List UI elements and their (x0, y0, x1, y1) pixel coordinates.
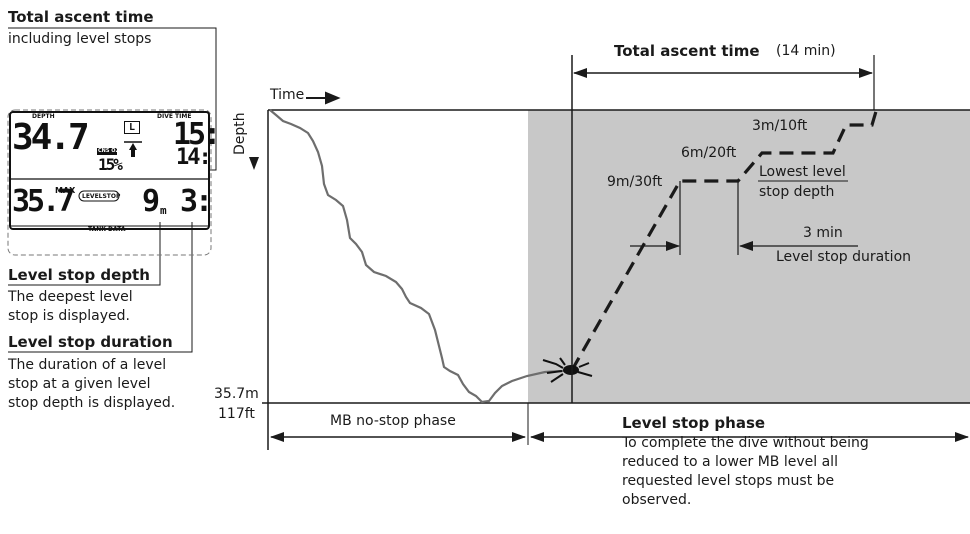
callout-total-ascent (8, 27, 217, 171)
time-axis-label: Time (270, 87, 305, 103)
lcd-levelstop-label: LEVELSTOP (82, 193, 121, 200)
stop-duration-note-line2: stop at a given level (8, 376, 151, 392)
lcd-tank-label: TANK DATA (88, 226, 126, 233)
lcd-dive-time-value: 15: (173, 117, 221, 152)
time-arrow-icon (306, 91, 341, 105)
lcd-stop-time: 3: (180, 184, 213, 219)
phase-desc-line2: reduced to a lower MB level all (622, 454, 838, 470)
callout-stop-duration (8, 222, 193, 353)
lcd-depth-label: DEPTH (32, 113, 55, 120)
stop-depth-note-line1: The deepest level (8, 289, 133, 305)
duration-value: 3 min (803, 225, 843, 241)
stop-depth-note-line2: stop is displayed. (8, 308, 130, 324)
ascent-path-line (570, 107, 879, 371)
dive-profile-line (269, 109, 573, 404)
lcd-dive-time-label: DIVE TIME (157, 113, 192, 120)
stop-3m-label: 3m/10ft (752, 118, 808, 134)
depth-arrow-icon (249, 157, 259, 170)
lowest-level-line1: Lowest level (759, 164, 846, 180)
max-depth-ft-label: 117ft (218, 406, 255, 422)
total-ascent-note-text: including level stops (8, 31, 152, 47)
lcd-cns-label: CNS O2% (98, 148, 124, 154)
stop-duration-note-line3: stop depth is displayed. (8, 395, 176, 411)
stop-9m-label: 9m/30ft (607, 174, 663, 190)
lcd-stop-depth-unit: m (160, 204, 167, 217)
stop-duration-note-line1: The duration of a level (8, 357, 167, 373)
level-stop-phase-label: Level stop phase (622, 414, 766, 432)
lcd-max-depth: 35.7 (12, 184, 75, 219)
diver-icon (542, 357, 593, 383)
total-ascent-note-title: Total ascent time (8, 8, 154, 26)
stop-6m-label: 6m/20ft (681, 145, 737, 161)
phase-desc-line1: To complete the dive without being (622, 435, 869, 451)
duration-label: Level stop duration (776, 249, 912, 265)
lcd-mode-indicator: L (124, 121, 141, 134)
level-stop-phase-area (528, 110, 970, 403)
phase-desc-line3: requested level stops must be (622, 473, 835, 489)
lcd-max-label: MAX (55, 186, 76, 195)
depth-axis-label: Depth (232, 112, 248, 155)
lcd-stop-depth: 9 (142, 184, 161, 219)
lcd-ascent-time: 14: (176, 145, 212, 170)
no-stop-phase-label: MB no-stop phase (330, 413, 456, 429)
lcd-cns-value: 15% (98, 155, 123, 174)
stop-depth-note-title: Level stop depth (8, 266, 150, 284)
total-ascent-value: (14 min) (776, 43, 836, 59)
lcd-depth-value: 34.7 (12, 117, 90, 158)
lowest-level-line2: stop depth (759, 184, 835, 200)
stop-duration-note-title: Level stop duration (8, 333, 173, 351)
phase-desc-line4: observed. (622, 492, 692, 508)
dive-computer-display (7, 109, 212, 256)
max-depth-m-label: 35.7m (214, 386, 259, 402)
total-ascent-title: Total ascent time (614, 42, 760, 60)
